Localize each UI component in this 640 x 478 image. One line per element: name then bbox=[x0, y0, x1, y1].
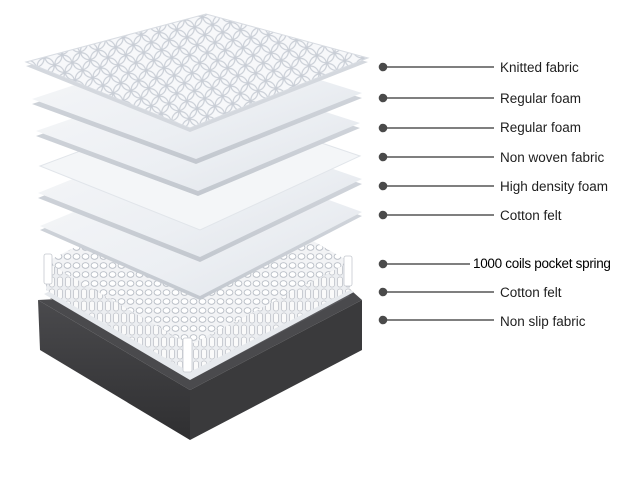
label-high-density-foam: High density foam bbox=[500, 179, 609, 194]
label-knitted-fabric: Knitted fabric bbox=[500, 60, 579, 75]
label-regular-foam-1: Regular foam bbox=[500, 91, 582, 106]
label-cotton-felt-lower: Cotton felt bbox=[500, 285, 562, 300]
label-regular-foam-2: Regular foam bbox=[500, 120, 582, 135]
leader-lines bbox=[378, 62, 494, 325]
leader-non-woven-fabric bbox=[378, 152, 494, 162]
leader-cotton-felt-upper bbox=[378, 210, 494, 220]
leader-pocket-spring bbox=[378, 259, 470, 269]
layer-knitted-fabric bbox=[24, 13, 370, 132]
leader-regular-foam-2 bbox=[378, 123, 494, 133]
leader-cotton-felt-lower bbox=[378, 287, 494, 297]
leader-regular-foam-1 bbox=[378, 93, 494, 103]
leader-high-density-foam bbox=[378, 181, 494, 191]
leader-non-slip-fabric bbox=[378, 315, 494, 325]
label-cotton-felt-upper: Cotton felt bbox=[500, 208, 562, 223]
label-non-woven-fabric: Non woven fabric bbox=[500, 150, 605, 165]
label-pocket-spring: 1000 coils pocket spring bbox=[473, 256, 611, 271]
leader-knitted-fabric bbox=[378, 62, 494, 72]
label-non-slip-fabric: Non slip fabric bbox=[500, 314, 586, 329]
